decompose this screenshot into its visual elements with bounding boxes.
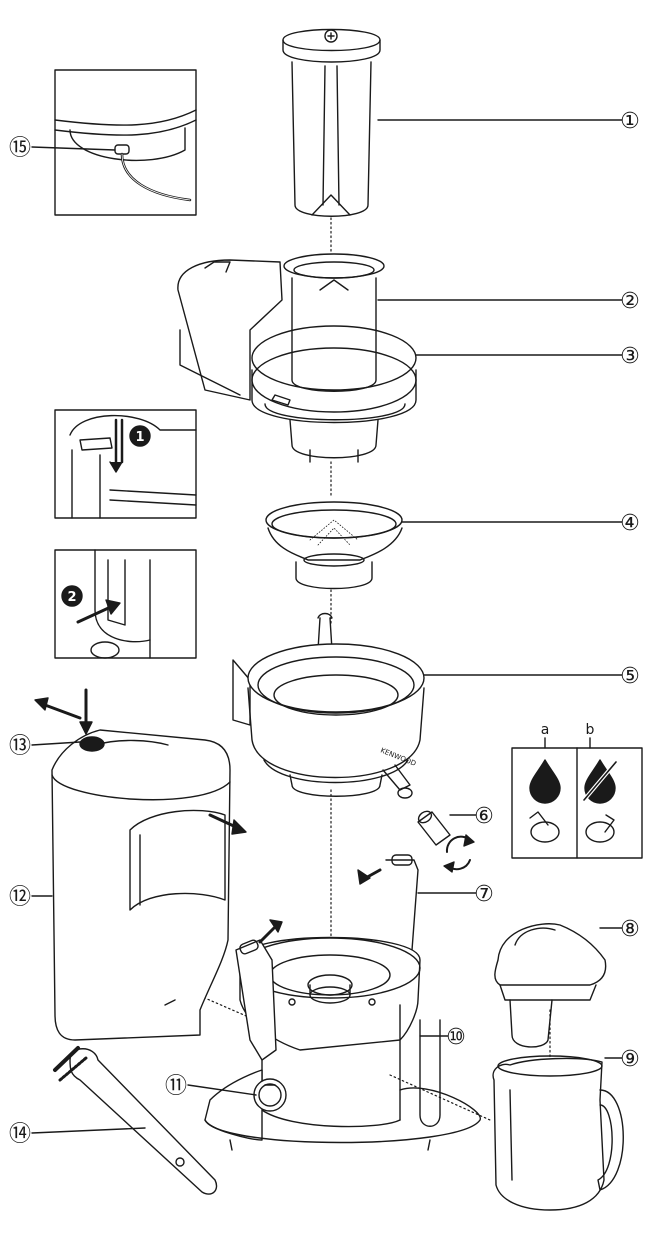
pulp-container <box>51 729 231 1041</box>
step-2-inset <box>54 549 197 659</box>
spout-option-b: b <box>586 722 595 738</box>
filter-basket <box>265 501 403 590</box>
cable-storage-inset <box>54 69 197 216</box>
callout-14: ⑭ <box>9 1122 31 1147</box>
spout-option-a: a <box>541 722 550 738</box>
callout-8: ⑧ <box>620 917 640 942</box>
callout-3: ③ <box>620 344 640 369</box>
cleaning-brush <box>53 1046 218 1195</box>
callout-7: ⑦ <box>474 882 494 907</box>
pusher <box>282 28 381 217</box>
callout-9: ⑨ <box>620 1047 640 1072</box>
juice-jug <box>492 1055 624 1211</box>
step-1-badge <box>129 425 151 447</box>
lid <box>177 259 417 463</box>
callout-4: ④ <box>620 511 640 536</box>
step-1-label: 1 <box>135 430 144 445</box>
spout-position-inset <box>511 737 643 859</box>
callouts: ① ② ③ ④ ⑤ ⑥ ⑦ ⑧ ⑨ ⑩ ⑪ ⑫ ⑬ ⑭ ⑮ <box>9 109 640 1147</box>
callout-1: ① <box>620 109 640 134</box>
drip-stop <box>417 810 475 873</box>
callout-10: ⑩ <box>446 1025 466 1050</box>
leader-lines <box>31 119 623 1134</box>
base-locking-arm <box>235 919 283 1061</box>
step-2-label: 2 <box>67 590 76 605</box>
juice-collector <box>232 612 425 799</box>
callout-11: ⑪ <box>165 1074 187 1099</box>
latch-arrows <box>34 688 247 835</box>
step-1-inset <box>54 409 197 519</box>
callout-2: ② <box>620 289 640 314</box>
callout-12: ⑫ <box>9 885 31 910</box>
motor-base <box>204 936 481 1151</box>
callout-5: ⑤ <box>620 664 640 689</box>
drop-icon <box>529 759 561 804</box>
callout-13: ⑬ <box>9 734 31 759</box>
step-2-badge <box>61 585 83 607</box>
callout-6: ⑥ <box>474 804 494 829</box>
froth-separator <box>494 923 607 1048</box>
callout-15: ⑮ <box>9 136 31 161</box>
